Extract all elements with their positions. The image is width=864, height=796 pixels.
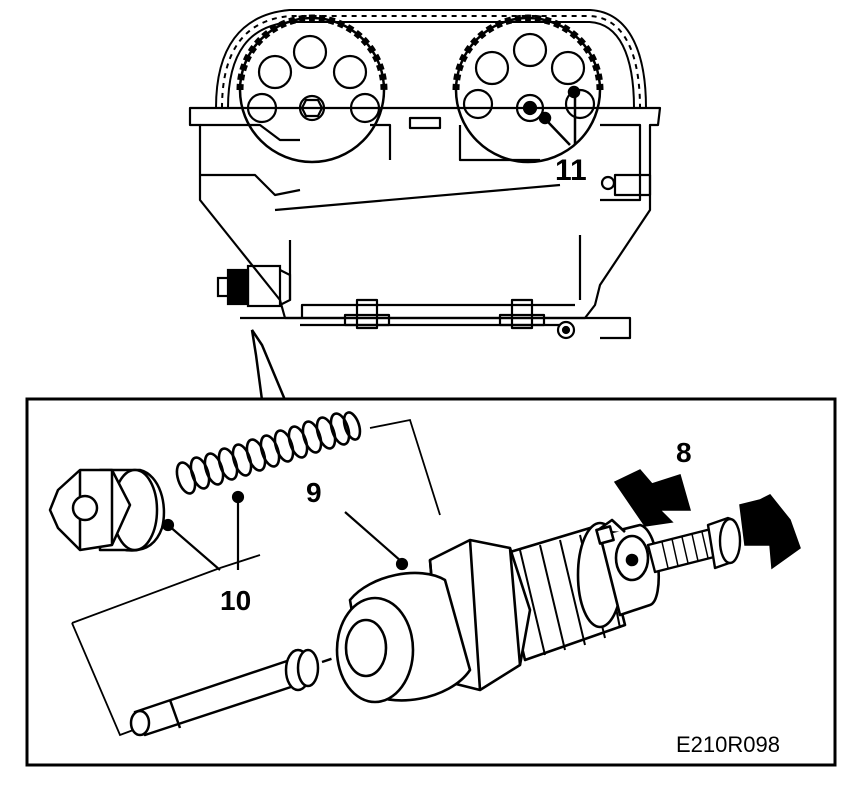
left-camshaft-sprocket	[236, 14, 388, 164]
tensioner-spring	[175, 411, 362, 495]
detail-frame	[25, 397, 837, 767]
label-tensioner-body: 9	[306, 477, 322, 508]
timing-chain	[215, 9, 647, 109]
leader-lines-10	[161, 490, 245, 571]
label-camshaft-marks: 11	[555, 154, 587, 187]
press-arrow-top	[613, 469, 691, 527]
tensioner-body	[335, 518, 660, 704]
leader-line-9	[344, 511, 409, 571]
press-arrow-right	[739, 494, 801, 570]
label-press-direction: 8	[676, 437, 692, 468]
label-spring-and-pin: 10	[220, 585, 251, 616]
detail-callout-pointer	[250, 329, 287, 401]
tensioner-cap-nut	[48, 468, 166, 552]
tensioner-installed-location	[216, 264, 292, 308]
engine-cylinder-head	[188, 9, 662, 340]
plunger-pin	[129, 648, 353, 737]
release-bolt	[646, 516, 742, 574]
figure-code: E210R098	[676, 732, 780, 757]
leader-lines-11	[538, 85, 581, 146]
